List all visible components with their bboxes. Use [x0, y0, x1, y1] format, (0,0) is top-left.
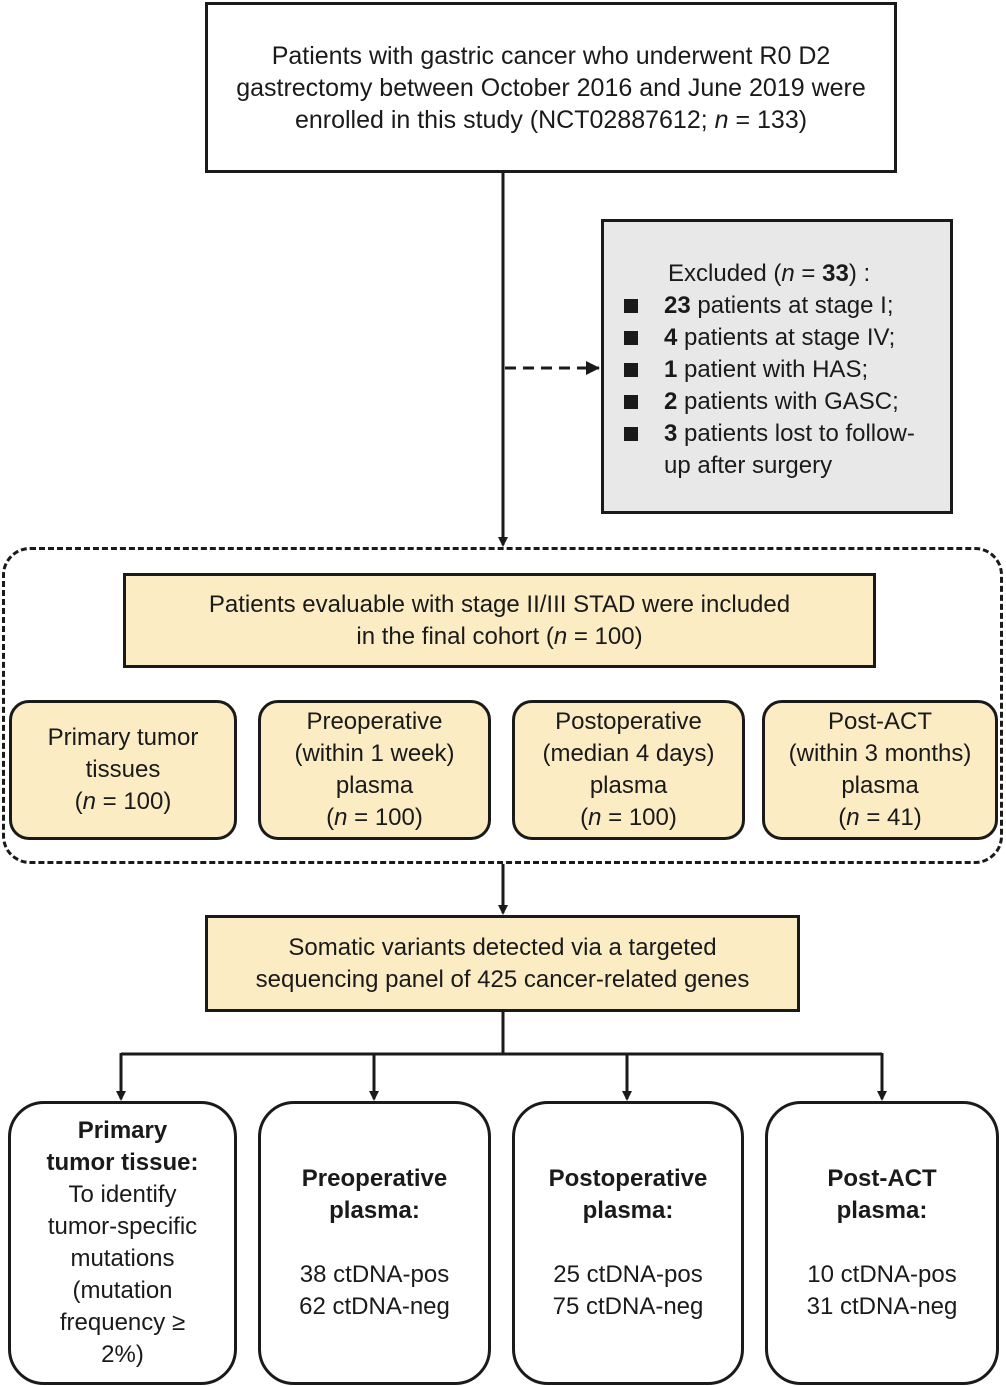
result-body: tumor-specific [47, 1213, 198, 1240]
excluded-item: 3 patients lost to follow-up after surge… [620, 418, 915, 482]
result-body: mutations [70, 1245, 175, 1272]
excluded-item: 1 patient with HAS; [620, 354, 868, 386]
sample-count: (n = 100) [74, 788, 172, 815]
result-title: Preoperative [301, 1165, 448, 1192]
ctdna-positive-count: 10 ctDNA-pos [807, 1261, 957, 1288]
ctdna-negative-count: 62 ctDNA-neg [299, 1293, 450, 1320]
sample-box-post-act: Post-ACT (within 3 months) plasma (n = 4… [762, 700, 998, 840]
enrollment-line-1: Patients with gastric cancer who underwe… [271, 41, 831, 70]
sample-label: tissues [85, 756, 161, 783]
sample-box-preoperative: Preoperative (within 1 week) plasma (n =… [258, 700, 491, 840]
final-cohort-frame [2, 547, 1003, 864]
sample-box-primary-tumor: Primary tumor tissues (n = 100) [9, 700, 237, 840]
result-box-postoperative: Postoperative plasma: 25 ctDNA-pos 75 ct… [512, 1101, 744, 1385]
result-title: plasma: [329, 1197, 420, 1224]
cohort-line-1: Patients evaluable with stage II/III STA… [208, 590, 791, 618]
result-title: plasma: [582, 1197, 674, 1224]
excluded-item: 23 patients at stage I; [620, 290, 894, 322]
sample-label: Primary tumor [47, 724, 199, 751]
sample-label: (within 1 week) [294, 740, 455, 767]
bullet-square-icon [624, 299, 638, 313]
result-body: (mutation [72, 1277, 173, 1304]
sequencing-box: Somatic variants detected via a targeted… [205, 915, 800, 1012]
sample-label: Preoperative [306, 708, 443, 735]
sample-label: (median 4 days) [542, 740, 715, 767]
bullet-square-icon [624, 395, 638, 409]
enrollment-line-3: enrolled in this study (NCT02887612; n =… [294, 105, 808, 134]
bullet-square-icon [624, 427, 638, 441]
sequencing-line-1: Somatic variants detected via a targeted [288, 933, 717, 961]
final-cohort-box: Patients evaluable with stage II/III STA… [123, 573, 876, 668]
result-title: Postoperative [548, 1165, 708, 1192]
result-title: Primary [77, 1117, 168, 1144]
sample-count: (n = 100) [326, 804, 423, 831]
excluded-box: Excluded (n = 33) : 23 patients at stage… [601, 219, 953, 514]
ctdna-negative-count: 31 ctDNA-neg [806, 1293, 958, 1320]
excluded-title: Excluded (n = 33) : [668, 260, 871, 287]
sample-label: (within 3 months) [788, 740, 972, 767]
sample-box-postoperative: Postoperative (median 4 days) plasma (n … [512, 700, 745, 840]
result-box-preoperative: Preoperative plasma: 38 ctDNA-pos 62 ctD… [258, 1101, 491, 1385]
bullet-square-icon [624, 331, 638, 345]
bullet-square-icon [624, 363, 638, 377]
sample-label: plasma [589, 772, 668, 799]
result-body: 2%) [101, 1341, 144, 1368]
result-body: frequency ≥ [59, 1309, 186, 1336]
enrollment-box: Patients with gastric cancer who underwe… [205, 2, 897, 173]
ctdna-positive-count: 38 ctDNA-pos [299, 1261, 450, 1288]
cohort-line-2: in the final cohort (n = 100) [356, 622, 643, 650]
ctdna-positive-count: 25 ctDNA-pos [553, 1261, 703, 1288]
result-title: Post-ACT [827, 1165, 937, 1192]
sample-label: plasma [841, 772, 919, 799]
ctdna-negative-count: 75 ctDNA-neg [552, 1293, 704, 1320]
sample-label: Postoperative [555, 708, 702, 735]
sample-label: Post-ACT [827, 708, 932, 735]
enrollment-line-2: gastrectomy between October 2016 and Jun… [236, 73, 866, 102]
sample-label: plasma [335, 772, 414, 799]
result-box-post-act: Post-ACT plasma: 10 ctDNA-pos 31 ctDNA-n… [765, 1101, 999, 1385]
result-title: tumor tissue: [46, 1149, 199, 1176]
result-body: To identify [68, 1181, 177, 1208]
result-box-primary-tumor: Primary tumor tissue: To identify tumor-… [8, 1101, 237, 1385]
sample-count: (n = 41) [838, 804, 922, 831]
result-title: plasma: [836, 1197, 928, 1224]
sample-count: (n = 100) [580, 804, 677, 831]
excluded-item: 4 patients at stage IV; [620, 322, 895, 354]
sequencing-line-2: sequencing panel of 425 cancer-related g… [255, 965, 750, 993]
excluded-item: 2 patients with GASC; [620, 386, 899, 418]
